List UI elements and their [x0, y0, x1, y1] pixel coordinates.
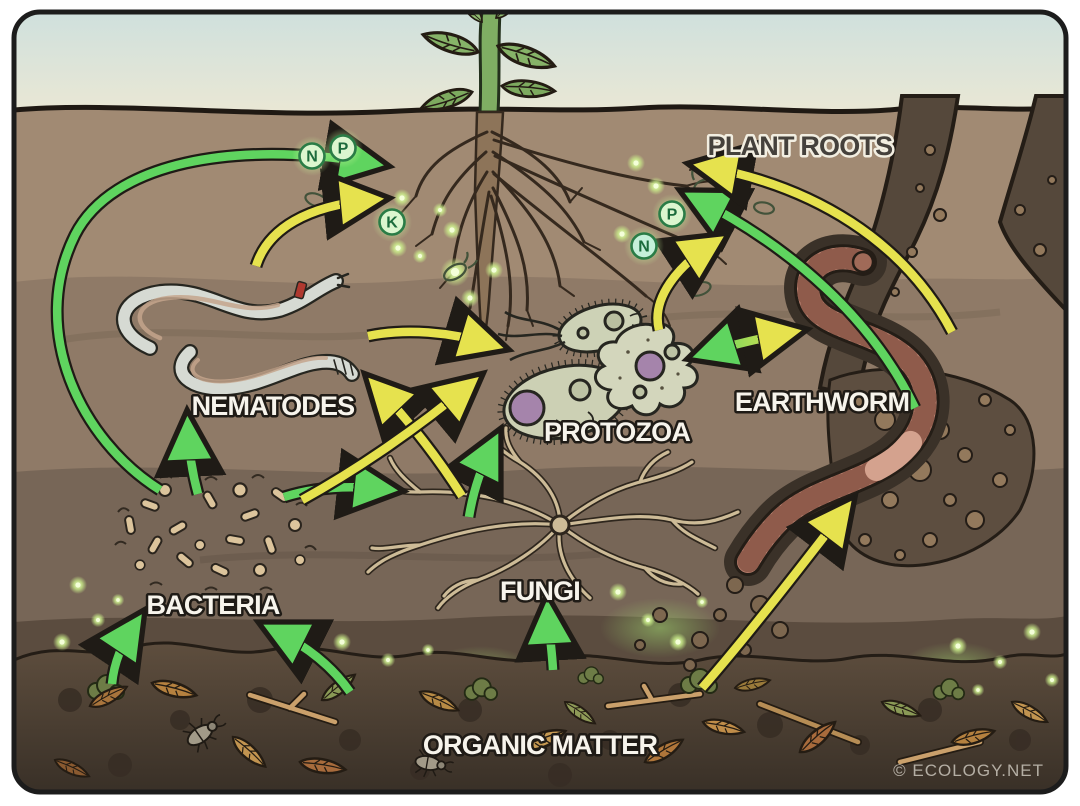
arrow-organic-matter-to-bacteria-2	[252, 619, 356, 696]
plant-sprout	[417, 12, 559, 116]
arrow-protozoa-earthworm-bidirectional	[681, 304, 814, 378]
label-nematodes: NEMATODES	[192, 391, 355, 421]
label-earthworm: EARTHWORM	[735, 387, 909, 417]
badge-letter: P	[667, 207, 678, 224]
arrow-fungi-to-protozoa	[438, 422, 504, 519]
flow-arrows	[50, 119, 958, 696]
arrow-earthworm-to-plant-roots-green	[673, 187, 921, 411]
arrow-nematodes-to-plant-roots	[249, 168, 396, 269]
amoeba	[594, 322, 699, 417]
arrow-organic-matter-to-fungi	[514, 588, 587, 671]
arrow-bacteria-to-plant-roots	[50, 119, 396, 496]
illustration-frame	[11, 9, 1069, 795]
nematodes-illustration	[115, 272, 360, 397]
nutrient-badges: N P K P N	[292, 128, 692, 266]
twig	[246, 682, 984, 766]
label-bacteria: BACTERIA	[146, 590, 279, 620]
arrow-protozoa-to-plant-roots	[651, 229, 734, 332]
badge-letter: N	[306, 149, 318, 166]
arrow-earthworm-to-plant-roots-yellow	[681, 139, 958, 336]
badge-letter: K	[386, 215, 398, 232]
badge-letter: N	[638, 239, 650, 256]
arrow-organic-matter-to-bacteria-1	[77, 604, 149, 686]
arrow-nematodes-to-protozoa	[366, 295, 515, 366]
label-fungi: FUNGI	[500, 576, 580, 606]
watermark: © ECOLOGY.NET	[893, 761, 1044, 780]
label-protozoa: PROTOZOA	[544, 417, 690, 447]
arrow-bacteria-to-protozoa	[298, 369, 488, 506]
protozoa-illustration	[497, 298, 699, 446]
nutrient-badge-p-right: P	[652, 194, 692, 234]
nutrient-badge-p-left: P	[323, 128, 363, 168]
node-labels: PLANT ROOTS NEMATODES PROTOZOA EARTHWORM…	[144, 129, 912, 763]
arrow-organic-matter-to-earthworm	[697, 491, 859, 693]
nutrient-badge-n-left: N	[292, 136, 332, 176]
nutrient-badge-n-right: N	[624, 226, 664, 266]
label-organic-matter: ORGANIC MATTER	[423, 730, 658, 760]
worm-castings	[634, 576, 789, 672]
badge-letter: P	[338, 141, 349, 158]
earthworm-illustration	[724, 234, 950, 586]
label-plant-roots: PLANT ROOTS	[708, 131, 893, 161]
nutrient-badge-k-left: K	[372, 202, 412, 242]
arrow-bacteria-to-nematodes	[153, 404, 227, 496]
